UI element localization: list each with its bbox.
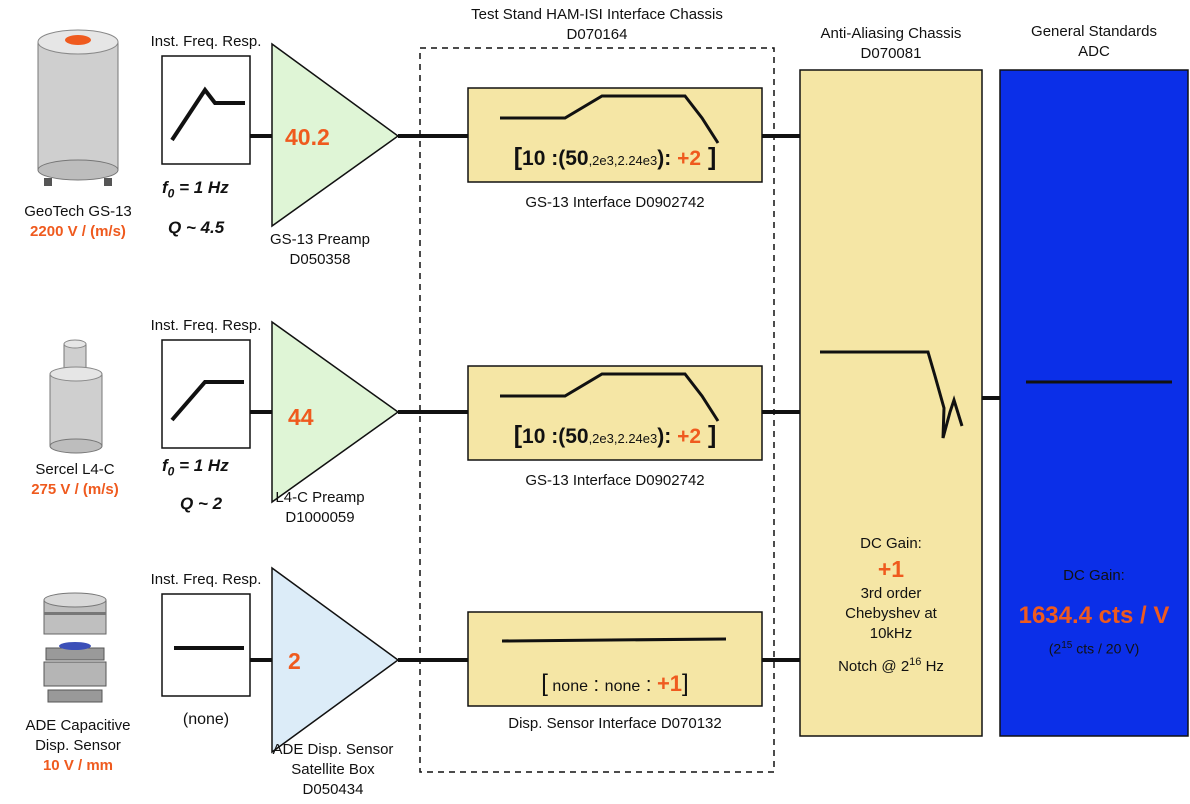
freq-label-3: Inst. Freq. Resp.	[150, 571, 262, 588]
aa-notch: Notch @ 216 Hz	[838, 656, 944, 675]
adc-title-line2: ADC	[1078, 43, 1110, 60]
sensor-3-name-line2: Disp. Sensor	[35, 737, 121, 754]
preamp-gain-3: 2	[288, 648, 301, 674]
sensor-2-gain: 275 V / (m/s)	[31, 481, 119, 498]
aa-dc-gain-value: +1	[877, 556, 905, 582]
sensor-1-name: GeoTech GS-13	[24, 203, 132, 220]
freq-label-1: Inst. Freq. Resp.	[150, 33, 262, 50]
preamp-2-name: L4-C Preamp	[275, 489, 365, 506]
f0-2: f0 = 1 Hz	[162, 456, 229, 479]
sensor-2-labels: Sercel L4-C 275 V / (m/s)	[0, 460, 150, 500]
interface-2-name: GS-13 Interface D0902742	[525, 472, 705, 489]
test-stand-title-text: Test Stand HAM-ISI Interface Chassis	[471, 6, 723, 23]
preamp-triangle-1	[271, 42, 400, 228]
freq-box-2	[161, 339, 251, 449]
preamp-1-name: GS-13 Preamp	[269, 231, 371, 248]
sensor-1-labels: GeoTech GS-13 2200 V / (m/s)	[0, 202, 156, 242]
aa-title: Anti-Aliasing Chassis D070081	[790, 24, 992, 64]
sensor-1-gain: 2200 V / (m/s)	[30, 223, 126, 240]
freq-box-3	[161, 593, 251, 697]
preamp-triangle-3	[271, 566, 400, 754]
interface-tf-3: [ none : none : +1]	[541, 670, 689, 697]
adc-title-line1: General Standards	[1031, 23, 1157, 40]
interface-tf-2: [10 :(50,2e3,2.24e3): +2 ]	[513, 421, 717, 449]
preamp-triangle-2	[271, 320, 400, 504]
preamp-3-doc: D050434	[302, 781, 364, 798]
aa-response-curve	[820, 350, 964, 439]
aa-desc-line1: 3rd order	[860, 585, 922, 602]
q-1: Q ~ 4.5	[168, 218, 225, 237]
adc-dc-gain: DC Gain: 1634.4 cts / V (215 cts / 20 V)	[1000, 566, 1188, 659]
f0-1: f0 = 1 Hz	[162, 178, 229, 201]
freq-label-2: Inst. Freq. Resp.	[150, 317, 262, 334]
aa-doc: D070081	[860, 45, 922, 62]
l4c-sensor-icon	[49, 339, 103, 454]
aa-title-text: Anti-Aliasing Chassis	[820, 25, 962, 42]
test-stand-doc: D070164	[566, 26, 628, 43]
interface-3-name: Disp. Sensor Interface D070132	[508, 715, 722, 732]
preamp-gain-1: 40.2	[285, 124, 330, 150]
preamp-3-labels: ADE Disp. Sensor Satellite Box D050434	[248, 740, 418, 800]
interface-box-3	[467, 611, 763, 707]
sensor-3-name-line1: ADE Capacitive	[25, 717, 131, 734]
adc-sub: (215 cts / 20 V)	[1048, 640, 1140, 657]
sensor-3-gain: 10 V / mm	[42, 757, 114, 774]
preamp-3-name-line1: ADE Disp. Sensor	[272, 741, 394, 758]
adc-chassis-box	[999, 69, 1189, 737]
interface-tf-1: [10 :(50,2e3,2.24e3): +2 ]	[513, 143, 717, 171]
adc-title: General Standards ADC	[1000, 22, 1188, 62]
sensor-2-name: Sercel L4-C	[35, 461, 115, 478]
test-stand-title: Test Stand HAM-ISI Interface Chassis D07…	[420, 5, 774, 45]
preamp-1-labels: GS-13 Preamp D050358	[252, 230, 388, 270]
adc-dc-gain-label: DC Gain:	[1063, 567, 1125, 584]
freq-box-1	[161, 55, 251, 165]
aa-dc-gain-label: DC Gain:	[860, 535, 922, 552]
sensor-3-labels: ADE Capacitive Disp. Sensor 10 V / mm	[0, 716, 156, 776]
aa-desc-line2: Chebyshev at	[845, 605, 937, 622]
preamp-3-name-line2: Satellite Box	[291, 761, 375, 778]
preamp-2-doc: D1000059	[285, 509, 355, 526]
freq-none-3: (none)	[182, 711, 230, 728]
ade-sensor-icon	[43, 592, 107, 703]
preamp-2-labels: L4-C Preamp D1000059	[252, 488, 388, 528]
q-2: Q ~ 2	[180, 494, 223, 513]
aa-dc-gain: DC Gain: +1 3rd order Chebyshev at 10kHz…	[800, 534, 982, 677]
preamp-1-doc: D050358	[289, 251, 351, 268]
gs13-sensor-icon	[37, 29, 119, 186]
aa-desc-line3: 10kHz	[869, 625, 913, 642]
interface-1-name: GS-13 Interface D0902742	[525, 194, 705, 211]
adc-dc-gain-value: 1634.4 cts / V	[1018, 602, 1170, 629]
preamp-gain-2: 44	[288, 404, 314, 430]
